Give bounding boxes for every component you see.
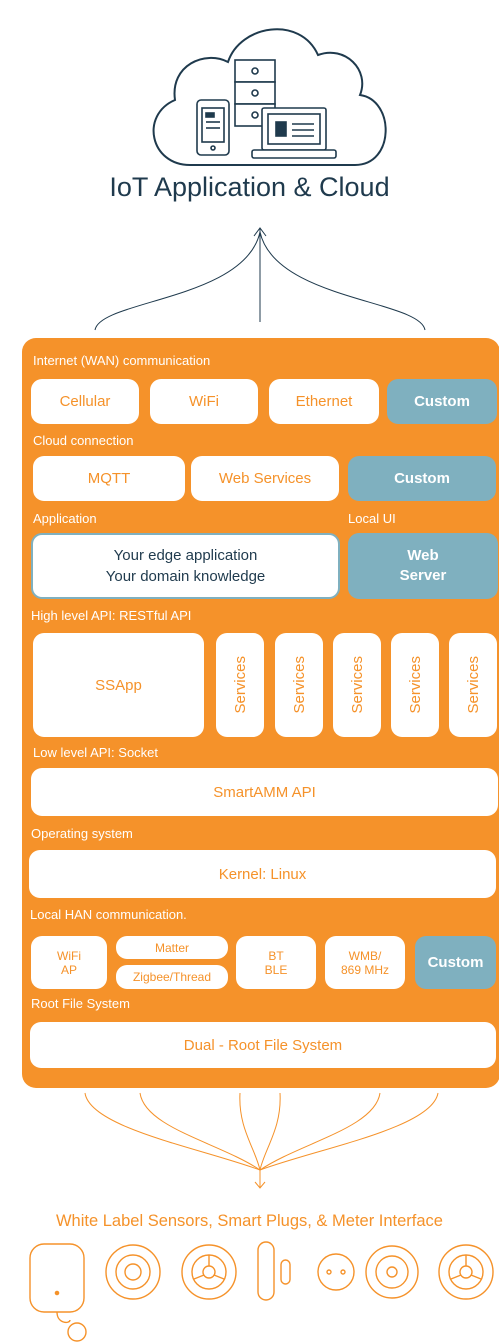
section-label-cloud: Cloud connection [33,433,134,448]
wan-custom-box: Custom [387,379,497,424]
door-sensor-icon [257,1241,291,1301]
services-box-2: Services [275,633,323,737]
cloud-icon [152,28,387,166]
han-custom-box: Custom [415,936,496,989]
services-label-1: Services [231,656,249,714]
footer-caption: White Label Sensors, Smart Plugs, & Mete… [55,1212,443,1230]
smoke-sensor-icon [365,1245,419,1299]
section-label-low-api: Low level API: Socket [33,745,159,760]
top-illustration [94,28,426,331]
web-server-line2: Server [399,567,447,584]
smart-plug-2-icon [438,1244,494,1300]
smart-plug-icon [181,1244,237,1300]
wan-ethernet-box: Ethernet [269,379,379,424]
han-ap-label: AP [60,962,77,977]
han-wmb-label: WMB/ [348,948,382,963]
rootfs-box: Dual - Root File System [30,1022,496,1068]
dual-socket-icon [317,1253,355,1291]
web-server-line1: Web [407,547,439,564]
phone-icon [196,99,230,156]
services-box-1: Services [216,633,264,737]
han-bt-ble-box: BT BLE [236,936,316,989]
edge-app-line1: Your edge application [113,547,258,564]
services-box-3: Services [333,633,381,737]
services-label-5: Services [464,656,482,714]
cloud-custom-box: Custom [348,456,496,501]
section-label-os: Operating system [31,826,133,841]
motion-sensor-icon [29,1243,87,1342]
han-869-label: 869 MHz [340,962,390,977]
section-label-wan: Internet (WAN) communication [33,353,211,368]
services-box-5: Services [449,633,497,737]
services-label-4: Services [406,656,424,714]
edge-app-line2: Your domain knowledge [105,568,266,585]
edge-application-box: Your edge application Your domain knowle… [31,533,340,599]
ssapp-box: SSApp [33,633,204,737]
button-sensor-icon [105,1244,161,1300]
cloud-webservices-box: Web Services [191,456,339,501]
section-label-rootfs: Root File System [31,996,130,1011]
page-title: IoT Application & Cloud [109,172,390,202]
kernel-linux-box: Kernel: Linux [29,850,496,898]
smartamm-api-box: SmartAMM API [31,768,498,816]
web-server-box: Web Server [348,533,498,599]
section-label-high-api: High level API: RESTful API [31,608,192,623]
han-wifi-label: WiFi [57,948,81,963]
han-bt-label: BT [268,948,284,963]
arrow-up-icon [94,227,426,331]
arrow-down-icon [84,1092,439,1189]
bottom-illustration [29,1092,494,1342]
han-matter-box: Matter [116,936,228,959]
section-label-local-ui: Local UI [348,511,396,526]
laptop-icon [251,107,337,159]
services-label-3: Services [348,656,366,714]
han-wmb-box: WMB/ 869 MHz [325,936,405,989]
wan-cellular-box: Cellular [31,379,139,424]
services-box-4: Services [391,633,439,737]
cloud-mqtt-box: MQTT [33,456,185,501]
section-label-application: Application [33,511,97,526]
section-label-han: Local HAN communication. [30,907,187,922]
han-ble-label: BLE [264,962,288,977]
han-zigbee-box: Zigbee/Thread [116,965,228,989]
wan-wifi-box: WiFi [150,379,258,424]
services-label-2: Services [290,656,308,714]
han-wifi-ap-box: WiFi AP [31,936,107,989]
